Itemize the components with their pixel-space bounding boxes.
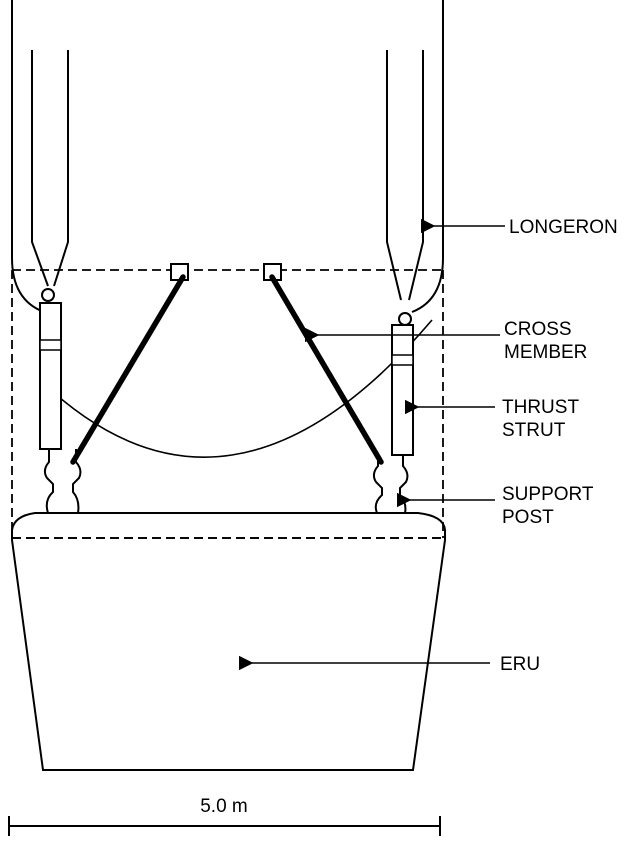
support-post-right — [372, 455, 409, 514]
eru-body — [11, 512, 446, 771]
support-post-left — [43, 449, 82, 514]
cross-member-left — [70, 274, 186, 465]
thrust-strut-left — [39, 302, 62, 450]
pivot-pin-right — [398, 312, 412, 326]
dashed-envelope — [11, 269, 444, 539]
longeron-left — [31, 50, 69, 287]
label-eru: ERU — [500, 654, 540, 675]
scale-bar-label: 5.0 m — [200, 796, 248, 817]
longeron-right — [386, 50, 424, 301]
thrust-strut-right — [391, 324, 414, 456]
scale-bar: 5.0 m — [8, 796, 441, 836]
thrust-strut-right-collar — [391, 354, 414, 366]
cross-member-right — [269, 274, 384, 465]
label-longeron: LONGERON — [509, 217, 618, 238]
label-support-post-2: POST — [502, 507, 554, 528]
thrust-strut-left-collar — [39, 339, 62, 351]
label-cross-member-2: MEMBER — [504, 342, 587, 363]
truss-outer-outline-left — [11, 0, 45, 313]
label-thrust-strut-1: THRUST — [502, 397, 579, 418]
support-arc — [39, 319, 433, 458]
label-cross-member-1: CROSS — [504, 319, 572, 340]
truss-outer-outline-right — [411, 0, 444, 313]
label-thrust-strut-2: STRUT — [502, 420, 566, 441]
pivot-pin-left — [41, 288, 55, 302]
label-support-post-1: SUPPORT — [502, 484, 594, 505]
